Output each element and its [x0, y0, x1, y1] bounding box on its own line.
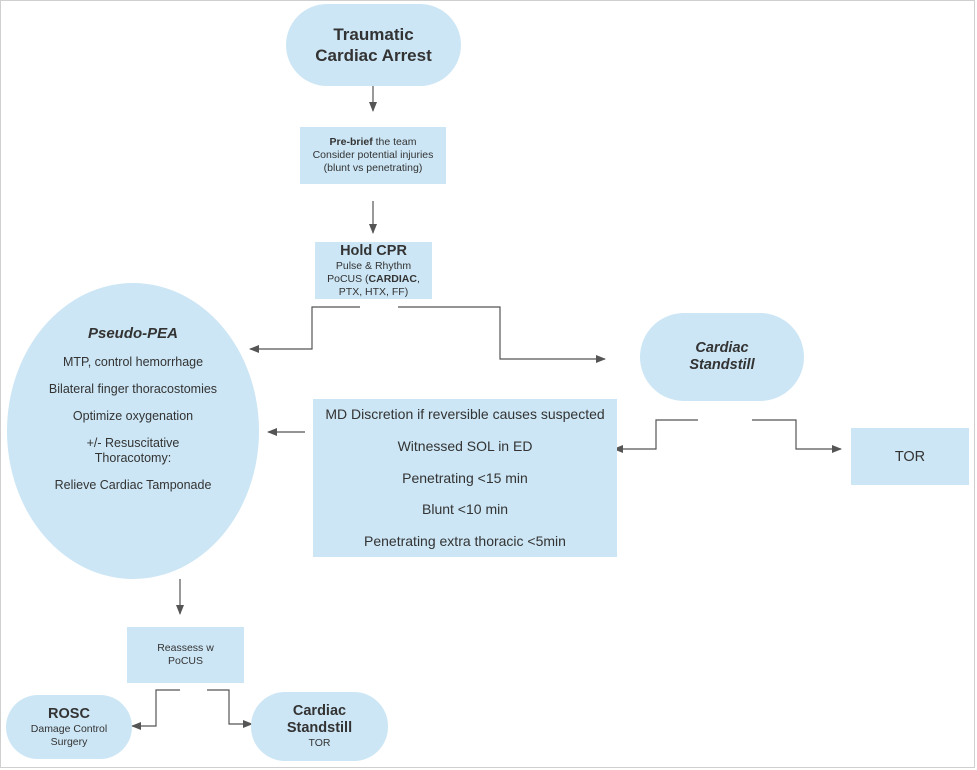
node-title-line2: Cardiac Arrest [315, 46, 432, 65]
node-traumatic-cardiac-arrest: Traumatic Cardiac Arrest [286, 4, 461, 86]
prebrief-line2: Consider potential injuries [312, 149, 434, 161]
holdcpr-line3: PTX, HTX, FF) [338, 285, 409, 298]
md-item: MD Discretion if reversible causes suspe… [325, 406, 605, 422]
holdcpr-title: Hold CPR [340, 242, 407, 259]
standstill-line1: Cardiac [695, 340, 749, 356]
node-tor: TOR [851, 428, 969, 485]
prebrief-bold: Pre-brief [329, 136, 373, 148]
node-prebrief: Pre-brief the team Consider potential in… [300, 127, 446, 184]
tor-label: TOR [894, 448, 926, 465]
node-md-discretion: MD Discretion if reversible causes suspe… [313, 399, 617, 557]
md-item: Blunt <10 min [422, 501, 508, 518]
rosc-line2: Surgery [50, 735, 88, 748]
edge-reassess-to-standstilltor [207, 689, 253, 728]
node-reassess: Reassess w PoCUS [127, 627, 244, 683]
pseudopea-item: +/- Resuscitative [86, 436, 180, 450]
prebrief-line3: (blunt vs penetrating) [323, 162, 423, 174]
md-item: Witnessed SOL in ED [397, 437, 533, 454]
edge-standstill-to-tor [752, 419, 842, 453]
node-cardiac-standstill: Cardiac Standstill [640, 313, 804, 401]
holdcpr-line2-post: , [416, 272, 420, 285]
holdcpr-line2-bold: CARDIAC [368, 272, 417, 285]
node-rosc: ROSC Damage Control Surgery [6, 695, 132, 759]
pseudopea-item: Optimize oxygenation [72, 409, 194, 423]
pseudopea-item: Relieve Cardiac Tamponade [54, 478, 212, 492]
reassess-line2: PoCUS [167, 655, 203, 667]
md-item: Penetrating extra thoracic <5min [364, 533, 566, 549]
node-pseudo-pea: Pseudo-PEA MTP, control hemorrhage Bilat… [7, 283, 259, 579]
md-item: Penetrating <15 min [402, 469, 528, 486]
standstill-line2: Standstill [689, 357, 755, 373]
pseudopea-item: Thoracotomy: [94, 451, 172, 465]
node-hold-cpr: Hold CPR Pulse & Rhythm PoCUS (CARDIAC, … [315, 242, 432, 299]
edge-standstill-to-mddiscretion [613, 419, 698, 453]
standstilltor-line3: TOR [308, 737, 331, 749]
rosc-line1: Damage Control [30, 722, 108, 735]
standstilltor-line1: Cardiac [292, 703, 347, 719]
edge-holdcpr-to-pseudopea [249, 306, 360, 353]
holdcpr-line1: Pulse & Rhythm [335, 259, 412, 272]
holdcpr-line2-pre: PoCUS ( [327, 272, 369, 285]
standstilltor-line2: Standstill [286, 720, 353, 736]
pseudopea-item: Bilateral finger thoracostomies [48, 382, 218, 396]
edge-reassess-to-rosc [131, 689, 180, 730]
prebrief-rest: the team [372, 136, 417, 148]
edge-holdcpr-to-standstill [398, 306, 606, 363]
pseudopea-title: Pseudo-PEA [87, 325, 178, 342]
reassess-line1: Reassess w [157, 642, 214, 654]
node-title-line1: Traumatic [333, 25, 414, 44]
pseudopea-item: MTP, control hemorrhage [62, 355, 204, 369]
rosc-title: ROSC [48, 705, 90, 722]
node-standstill-tor: Cardiac Standstill TOR [251, 692, 388, 761]
